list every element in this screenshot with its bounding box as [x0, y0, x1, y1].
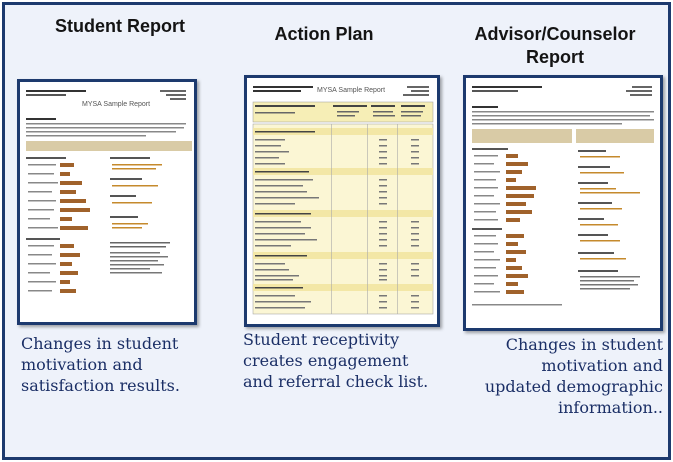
- action-plan-page: MYSA Sample Report: [247, 78, 437, 324]
- student-report-title: Student Report: [55, 16, 185, 36]
- action-plan-thumbnail: MYSA Sample Report: [244, 75, 440, 327]
- student-report-page: MYSA Sample Report: [20, 82, 194, 322]
- advisor-counselor-report-page: [466, 78, 660, 328]
- action-plan-caption: Student receptivity creates engagement a…: [243, 330, 429, 391]
- student-report-caption: Changes in student motivation and satisf…: [21, 334, 180, 395]
- student-report-thumbnail: MYSA Sample Report: [17, 79, 197, 325]
- student-report-doc-title: MYSA Sample Report: [82, 101, 150, 108]
- action-plan-doc-title: MYSA Sample Report: [317, 87, 385, 94]
- advisor-counselor-report-caption: Changes in student motivation and update…: [484, 335, 663, 417]
- advisor-counselor-report-thumbnail: [463, 75, 663, 331]
- advisor-counselor-report-title: Advisor/Counselor Report: [474, 24, 636, 67]
- action-plan-title: Action Plan: [274, 24, 374, 44]
